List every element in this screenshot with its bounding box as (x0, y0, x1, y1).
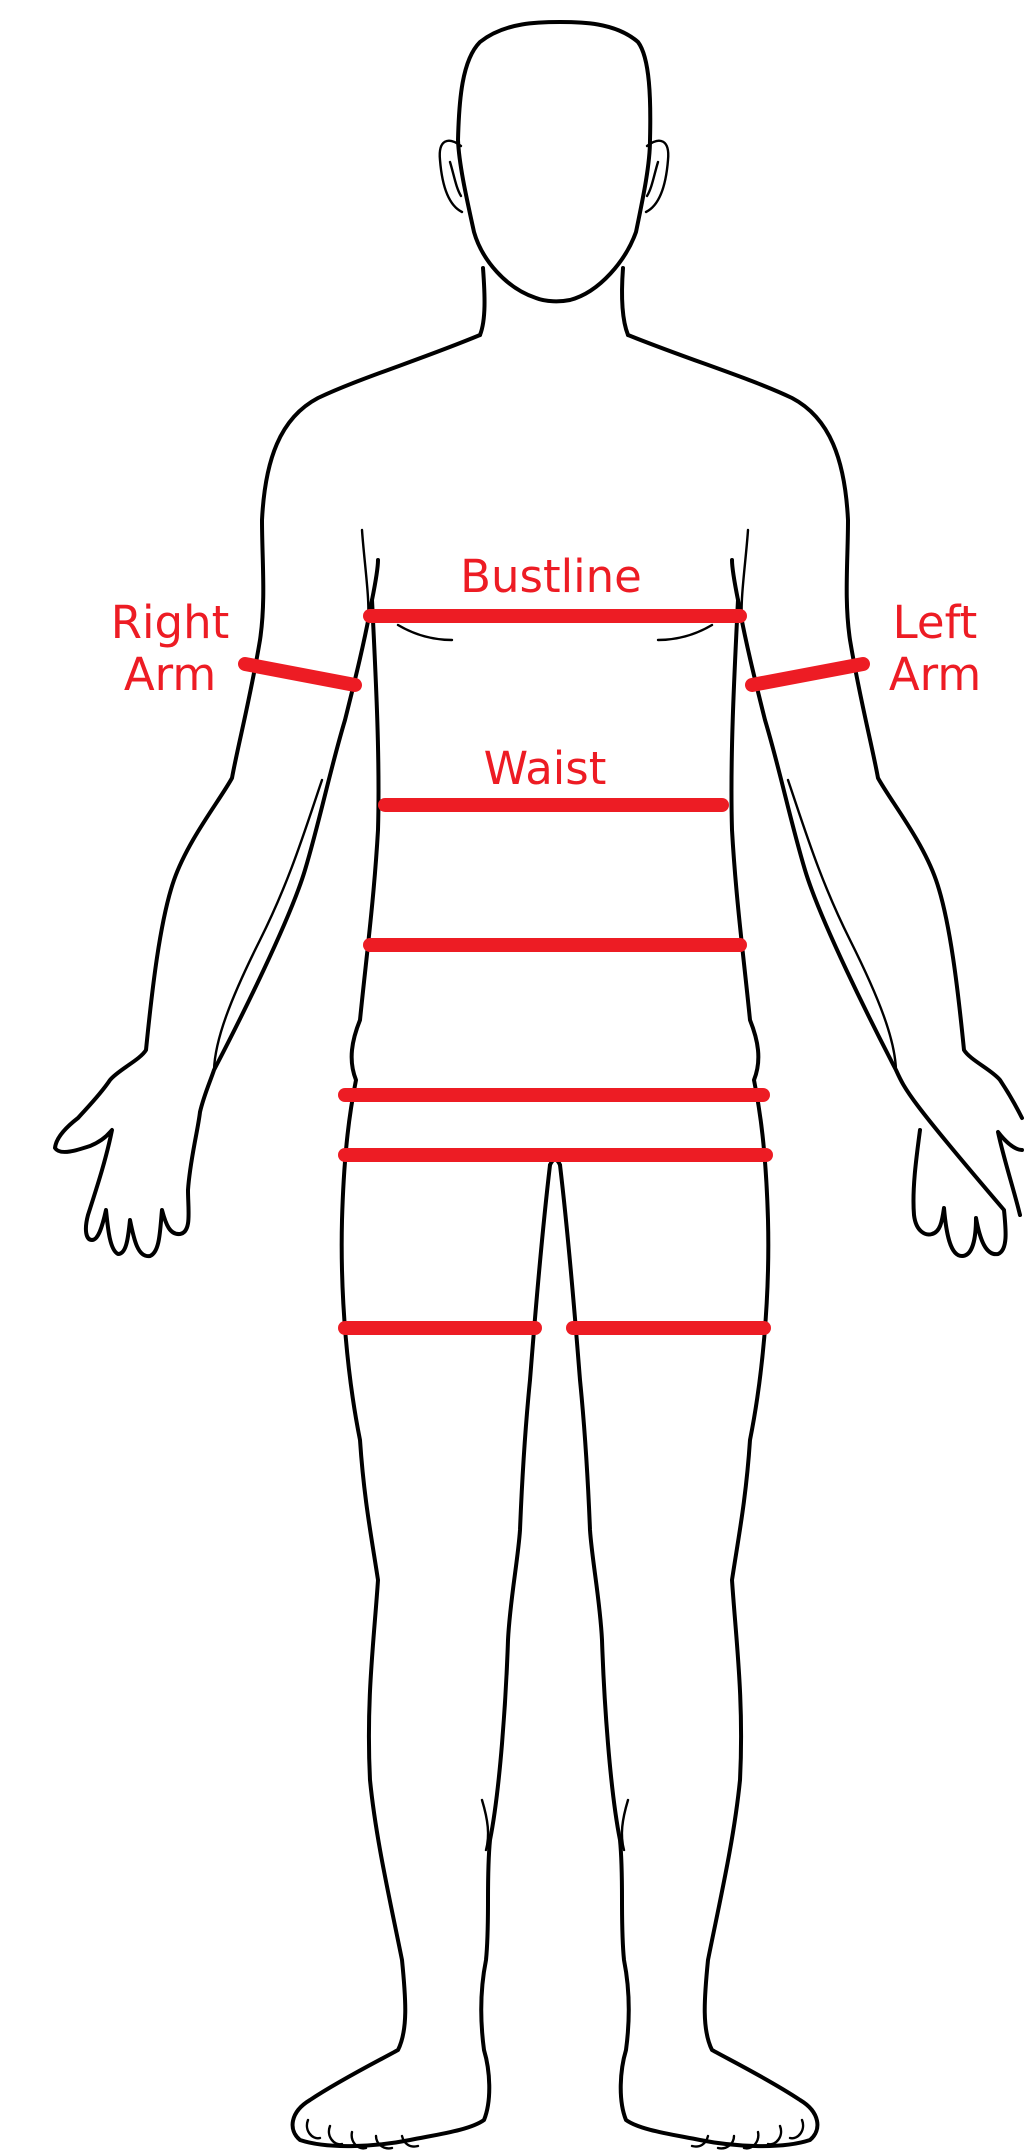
left-side-outline (55, 335, 480, 1256)
right-arm-measure-line (245, 664, 355, 685)
pec-right (658, 625, 712, 640)
left-arm-label-line1: Left (893, 596, 978, 649)
knee-left (482, 1800, 488, 1850)
left-inner-arm (214, 780, 322, 1070)
body-outline (55, 22, 1022, 2148)
right-inner-arm (788, 780, 896, 1070)
measurement-lines (245, 616, 863, 1328)
knee-right (622, 1800, 628, 1850)
chest-line-left (362, 530, 368, 620)
torso-right (560, 600, 817, 2146)
neck-left (480, 268, 485, 335)
chest-line-right (742, 530, 748, 620)
right-arm-label-line1: Right (111, 596, 230, 649)
right-side-outline (628, 335, 1022, 1256)
bustline-label: Bustline (460, 550, 642, 603)
left-arm-label-line2: Arm (889, 648, 981, 701)
head-outline (458, 22, 650, 301)
right-arm-label-line2: Arm (124, 648, 216, 701)
waist-label: Waist (484, 742, 607, 795)
torso-left (293, 600, 550, 2146)
neck-right (622, 268, 628, 335)
pec-left (398, 625, 452, 640)
left-arm-measure-line (752, 664, 863, 685)
